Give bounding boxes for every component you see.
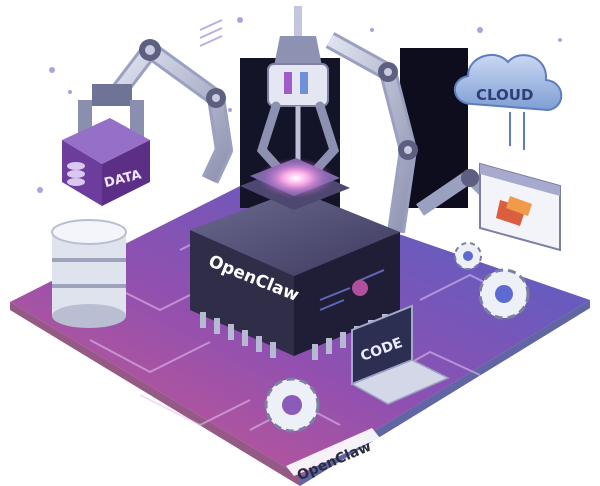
gear-icon-2 xyxy=(478,268,530,320)
glow-core xyxy=(258,158,334,198)
browser-window-icon xyxy=(479,162,561,252)
gear-icon xyxy=(264,377,320,433)
cloud-icon: CLOUD xyxy=(453,53,563,150)
cloud-label: CLOUD xyxy=(476,86,533,104)
gear-icon-3 xyxy=(454,242,482,270)
database-icon xyxy=(51,219,127,328)
left-robotic-arm-icon xyxy=(78,39,233,184)
main-chip: OpenClaw xyxy=(190,158,400,360)
data-cube-icon: DATA xyxy=(62,118,150,206)
center-robotic-arm-icon xyxy=(256,6,340,175)
laptop-icon: CODE xyxy=(350,304,450,405)
decorative-dots xyxy=(37,17,562,193)
